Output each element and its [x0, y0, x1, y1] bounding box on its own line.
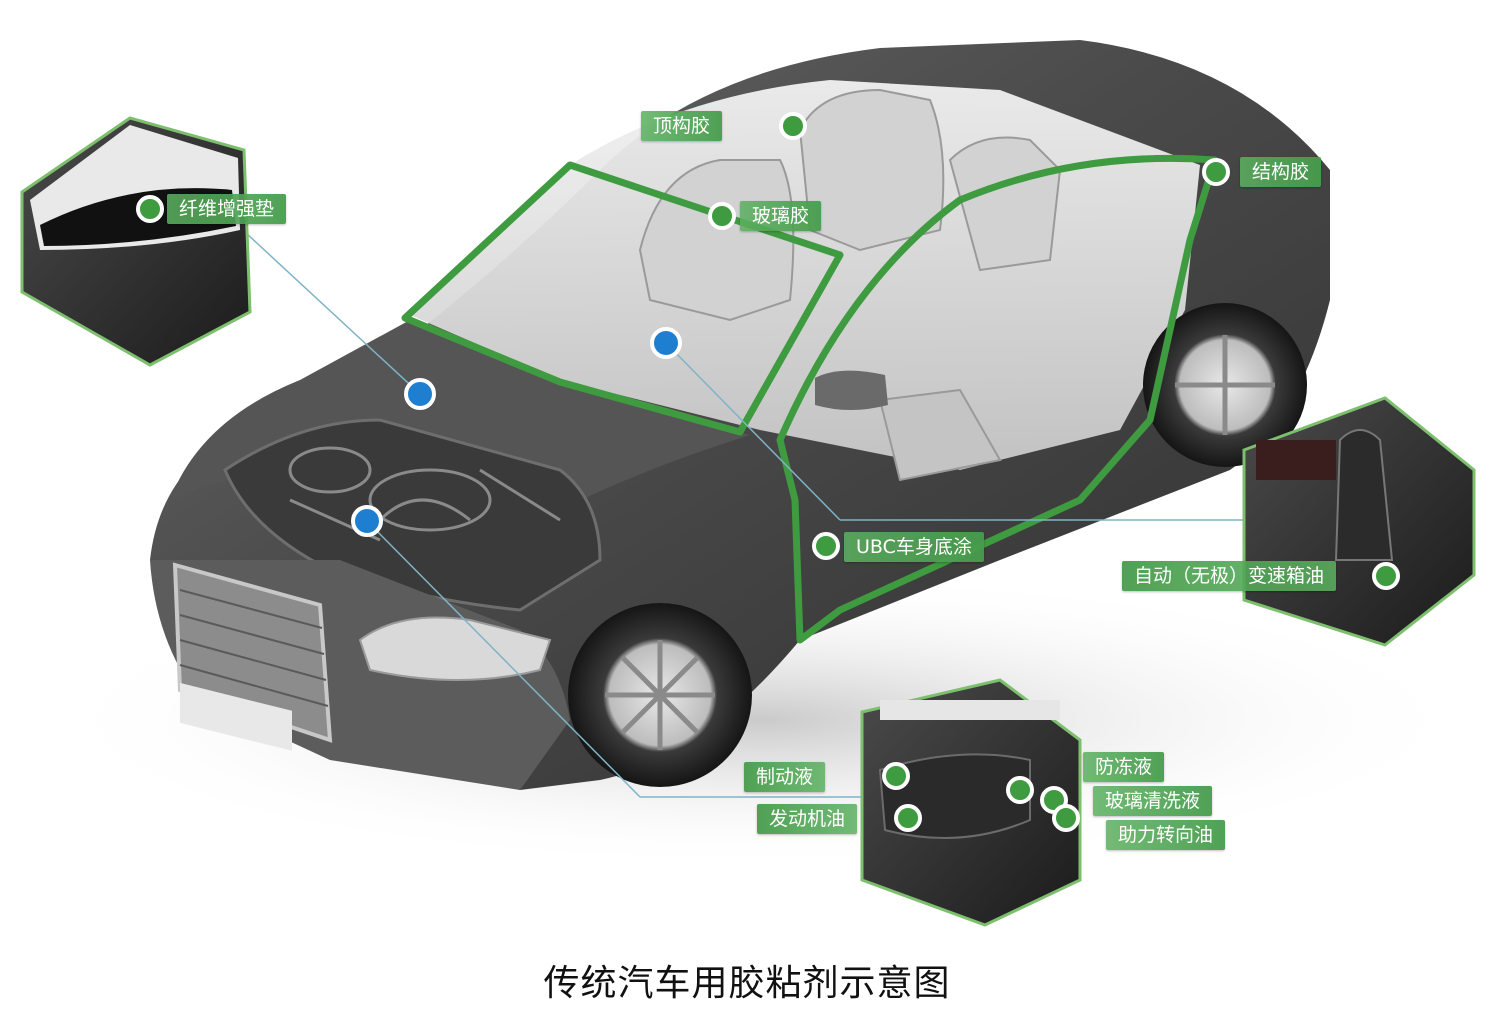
marker-brake-fluid [882, 762, 910, 790]
label-roof-adhesive: 顶构胶 [641, 111, 723, 141]
leader-lines [245, 232, 1246, 798]
license-plate [180, 682, 292, 751]
grille-lines [179, 589, 329, 707]
marker-blue-hood [404, 378, 436, 410]
marker-antifreeze [1006, 776, 1034, 804]
inset-gear-lever [1334, 429, 1394, 561]
label-transmission-oil: 自动（无极）变速箱油 [1122, 561, 1337, 591]
side-mirror [815, 370, 888, 410]
seats [638, 88, 1062, 482]
label-structural-adhesive: 结构胶 [1240, 157, 1322, 187]
figure-caption: 传统汽车用胶粘剂示意图 [543, 963, 951, 1004]
car-adhesive-diagram: 顶构胶 结构胶 纤维增强垫 玻璃胶 UBC车身底涂 自动（无极）变速箱油 制动液… [20, 40, 1480, 927]
windshield-adhesive-line [401, 161, 844, 436]
inset-dash-display [1256, 440, 1336, 480]
marker-structural-adhesive [1202, 158, 1230, 186]
wheel-spokes [605, 335, 1275, 750]
marker-roof-adhesive [779, 112, 807, 140]
marker-glass-adhesive [708, 202, 736, 230]
label-antifreeze: 防冻液 [1083, 752, 1165, 782]
label-ubc-coating: UBC车身底涂 [844, 532, 984, 562]
diagram-canvas [20, 40, 1480, 927]
label-brake-fluid: 制动液 [744, 762, 826, 792]
label-fiber-pad: 纤维增强垫 [167, 194, 287, 224]
green-markers [136, 112, 1400, 832]
marker-ubc-coating [812, 532, 840, 560]
marker-fiber-pad [136, 195, 164, 223]
label-power-steering-oil: 助力转向油 [1106, 820, 1226, 850]
label-glass-adhesive: 玻璃胶 [740, 201, 822, 231]
marker-power-steering-oil [1052, 804, 1080, 832]
label-washer-fluid: 玻璃清洗液 [1093, 786, 1213, 816]
inset-hood-edge [880, 700, 1060, 720]
marker-transmission-oil [1372, 562, 1400, 590]
label-engine-oil: 发动机油 [757, 804, 858, 834]
headlight [358, 616, 552, 681]
marker-engine-oil [894, 804, 922, 832]
marker-blue-cabin [650, 327, 682, 359]
marker-blue-engine [351, 505, 383, 537]
blue-markers [351, 327, 682, 537]
